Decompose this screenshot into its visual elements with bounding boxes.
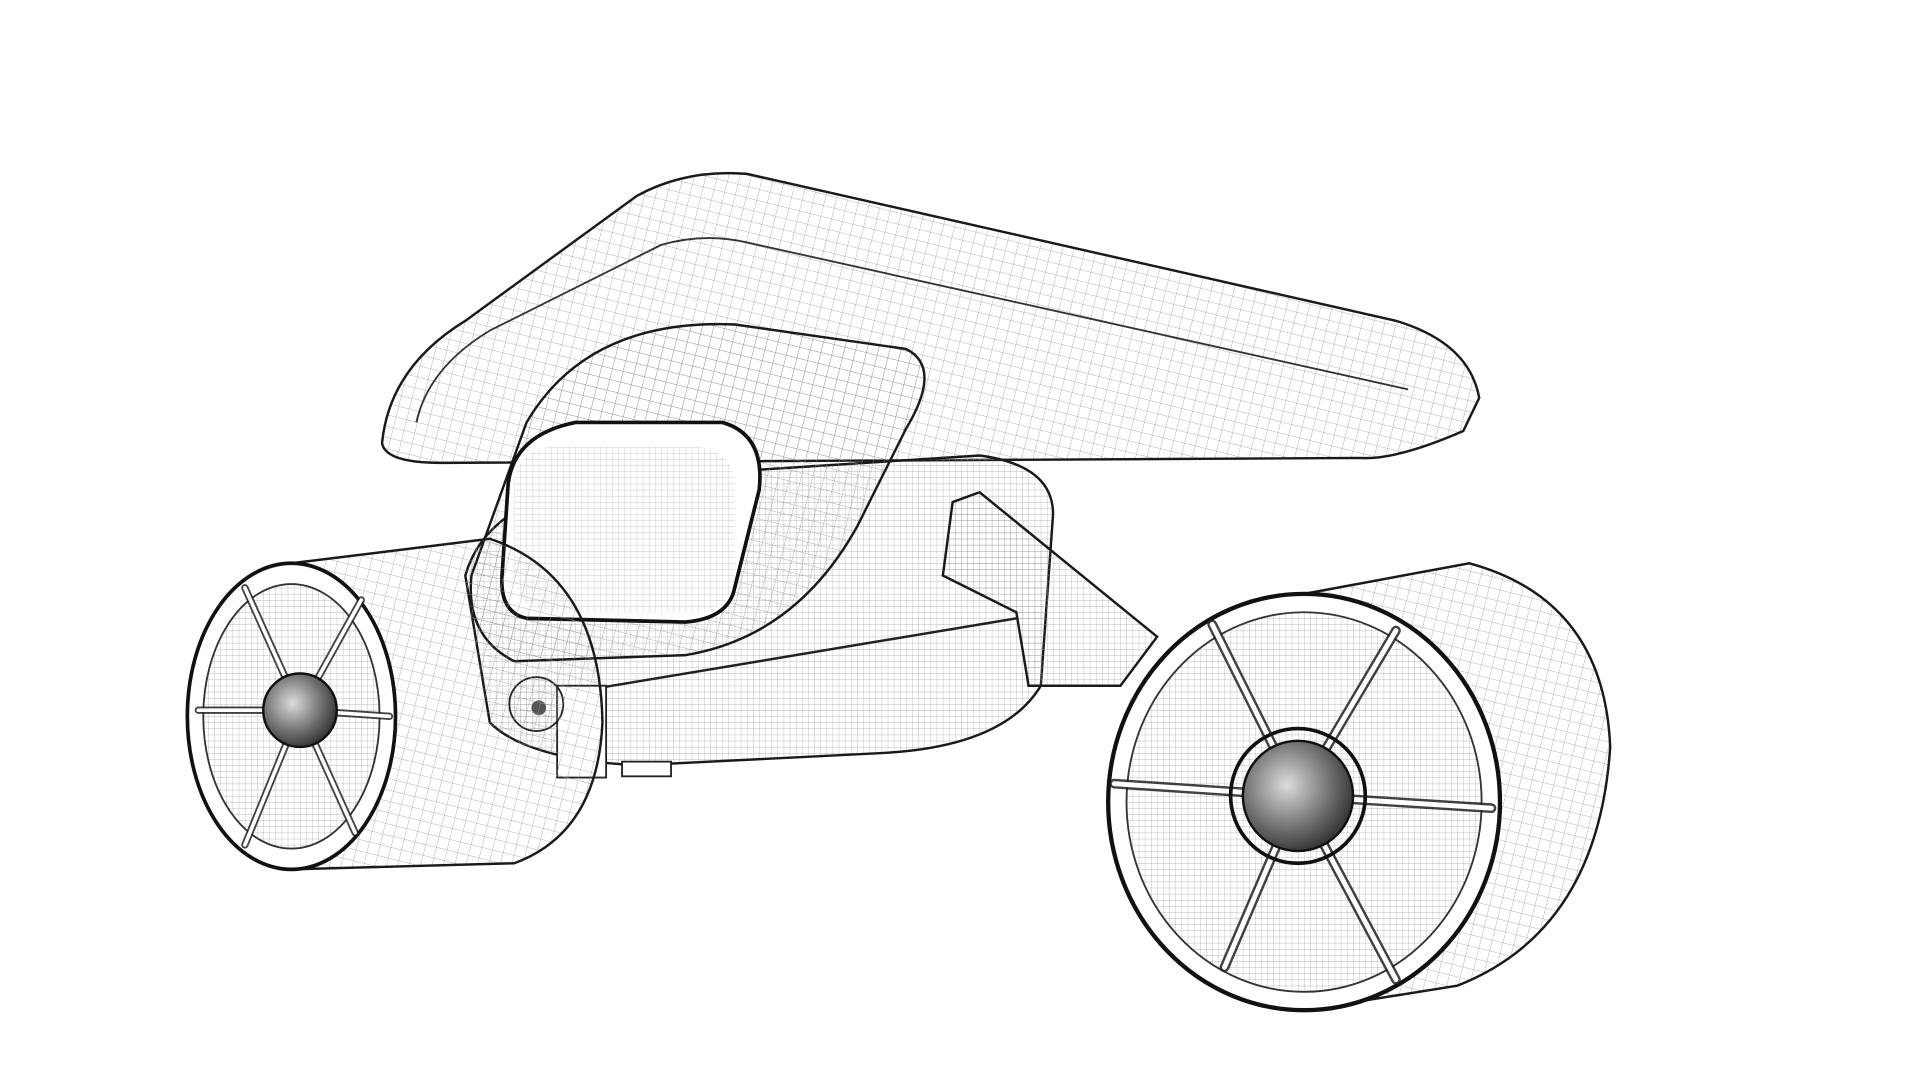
right-hub: [1241, 739, 1355, 853]
left-hub: [262, 672, 338, 749]
left-thruster: [185, 537, 604, 872]
right-thruster: [1106, 562, 1612, 1013]
support-arm: [941, 490, 1159, 687]
